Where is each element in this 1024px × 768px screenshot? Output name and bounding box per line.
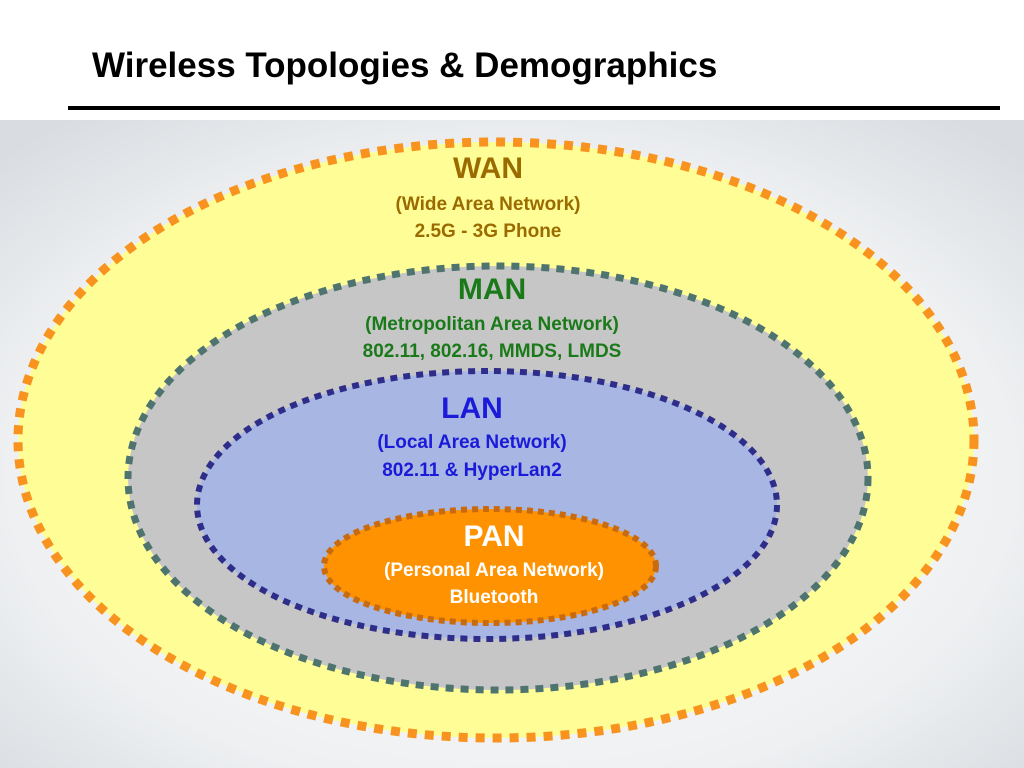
slide-title: Wireless Topologies & Demographics	[92, 46, 718, 85]
wan-technologies: 2.5G - 3G Phone	[414, 221, 562, 242]
man-technologies: 802.11, 802.16, MMDS, LMDS	[362, 341, 622, 362]
pan-title: PAN	[463, 520, 525, 553]
pan-full-name: (Personal Area Network)	[384, 560, 604, 581]
pan-technologies: Bluetooth	[449, 587, 539, 608]
lan-full-name: (Local Area Network)	[377, 432, 567, 453]
man-title: MAN	[457, 273, 527, 306]
pan-ellipse	[321, 506, 659, 626]
lan-technologies: 802.11 & HyperLan2	[382, 460, 562, 481]
man-full-name: (Metropolitan Area Network)	[365, 314, 619, 335]
wan-full-name: (Wide Area Network)	[395, 194, 581, 215]
title-underline	[68, 106, 1000, 110]
wan-title: WAN	[453, 152, 523, 185]
lan-title: LAN	[441, 392, 503, 425]
